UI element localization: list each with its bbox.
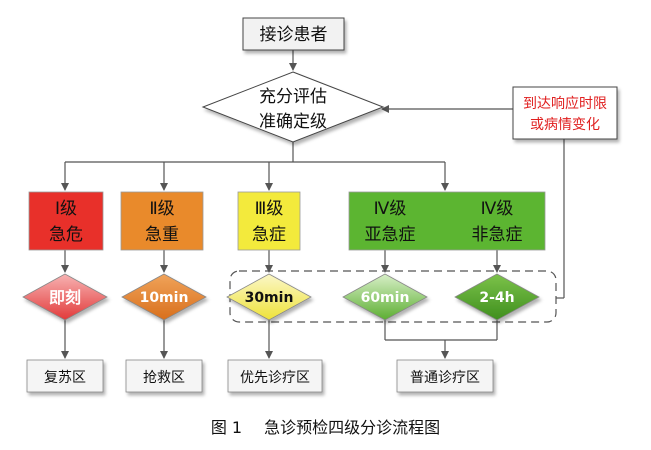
response-label-5: 2-4h (479, 290, 514, 306)
response-diamond-4 (342, 273, 428, 321)
area-box-rescue (125, 359, 203, 393)
area-box-priority (227, 359, 323, 393)
triage-levels: Ⅰ级 急危 Ⅱ级 急重 Ⅲ级 急症 Ⅳ级 亚急症 Ⅳ级 非急症 (28, 191, 546, 251)
reassessment-trigger: 到达响应时限 或病情变化 (512, 86, 618, 140)
assessment-line-2: 准确定级 (259, 112, 327, 132)
response-diamond-2 (121, 273, 207, 321)
start-label: 接诊患者 (260, 25, 328, 45)
level-3-name: 急症 (252, 225, 286, 245)
response-times: 即刻 10min 30min 60min 2-4h (22, 273, 540, 321)
figure-title: 急诊预检四级分诊流程图 (264, 418, 441, 437)
level-box-2 (120, 191, 204, 251)
figure-number: 图 1 (210, 418, 243, 437)
level-box-3 (237, 191, 301, 251)
level-4a-name: 亚急症 (365, 225, 416, 245)
level-1-name: 急危 (49, 225, 83, 245)
response-diamond-3 (226, 273, 312, 321)
treatment-areas: 复苏区 抢救区 优先诊疗区 普通诊疗区 (26, 359, 494, 393)
area-label-resuscitation: 复苏区 (44, 369, 86, 386)
level-4b-name: 非急症 (472, 225, 523, 245)
response-label-2: 10min (140, 290, 189, 306)
level-3-tier: Ⅲ级 (255, 199, 284, 219)
start-node: 接诊患者 (242, 17, 345, 51)
response-label-4: 60min (361, 290, 410, 306)
response-label-1: 即刻 (49, 288, 81, 307)
level-1-tier: Ⅰ级 (55, 199, 77, 219)
level-4b-tier: Ⅳ级 (481, 199, 514, 219)
level-box-1 (28, 191, 104, 251)
response-diamond-1 (22, 273, 108, 321)
response-diamond-5 (454, 273, 540, 321)
level-4a-tier: Ⅳ级 (374, 199, 407, 219)
level-2-name: 急重 (145, 225, 179, 245)
figure-caption: 图 1 急诊预检四级分诊流程图 (0, 414, 651, 438)
assessment-line-1: 充分评估 (259, 87, 327, 107)
area-label-rescue: 抢救区 (143, 369, 185, 386)
level-2-tier: Ⅱ级 (149, 199, 174, 219)
level-box-4 (348, 191, 546, 251)
trigger-line-2: 或病情变化 (530, 117, 600, 133)
connectors (61, 50, 565, 359)
assessment-node: 充分评估 准确定级 (201, 71, 385, 143)
area-box-general (396, 359, 494, 393)
response-label-3: 30min (245, 290, 294, 306)
area-box-resuscitation (26, 359, 104, 393)
area-label-general: 普通诊疗区 (410, 370, 480, 386)
area-label-priority: 优先诊疗区 (240, 370, 310, 386)
trigger-line-1: 到达响应时限 (523, 95, 607, 112)
